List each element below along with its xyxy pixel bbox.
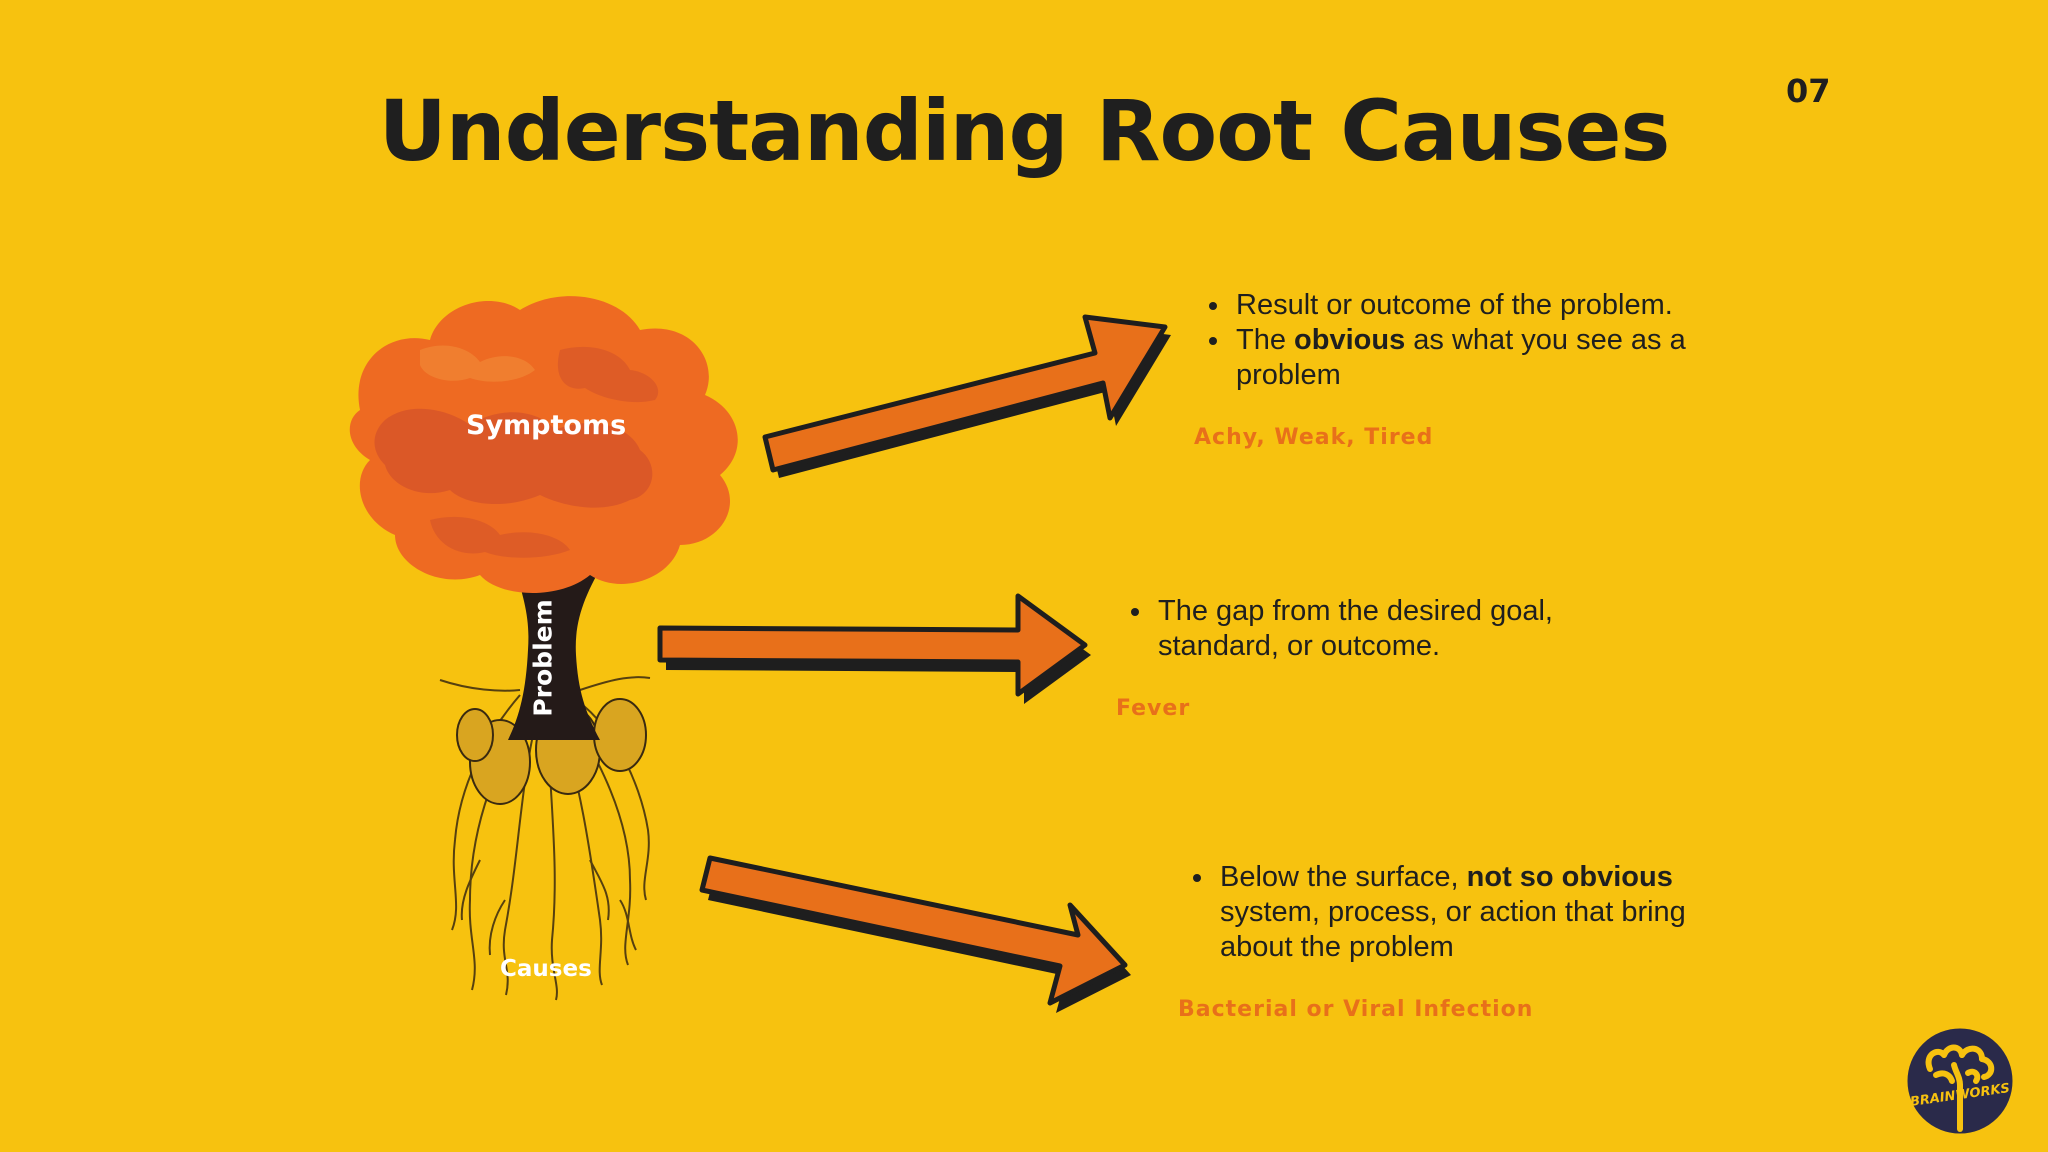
causes-bullets: Below the surface, not so obvious system… bbox=[1190, 860, 1736, 965]
symptoms-bullets: Result or outcome of the problem. The ob… bbox=[1206, 288, 1772, 393]
symptoms-example: Achy, Weak, Tired bbox=[1194, 425, 1434, 450]
arrow-symptoms bbox=[762, 314, 1171, 478]
bullet-emphasis: obvious bbox=[1294, 324, 1406, 356]
bullet-text: system, process, or action that bring ab… bbox=[1220, 896, 1686, 963]
causes-example: Bacterial or Viral Infection bbox=[1178, 997, 1534, 1022]
bullet-text: as what you see as a problem bbox=[1236, 324, 1686, 391]
page-title: Understanding Root Causes bbox=[378, 82, 1671, 180]
brainworks-logo bbox=[1904, 1025, 2016, 1137]
problem-label: Problem bbox=[528, 599, 558, 717]
causes-label: Causes bbox=[500, 956, 592, 982]
brain-tree-icon bbox=[1925, 1044, 1995, 1132]
arrow-causes bbox=[699, 855, 1131, 1013]
tree-foliage bbox=[349, 296, 738, 594]
page-number: 07 bbox=[1786, 72, 1831, 110]
bullet-text: The gap from the desired goal, standard,… bbox=[1158, 595, 1553, 662]
bullet-item: Result or outcome of the problem. bbox=[1232, 288, 1772, 323]
bullet-item: The gap from the desired goal, standard,… bbox=[1154, 594, 1674, 664]
bullet-item: Below the surface, not so obvious system… bbox=[1216, 860, 1736, 965]
problem-bullets: The gap from the desired goal, standard,… bbox=[1128, 594, 1674, 664]
bullet-emphasis: not so obvious bbox=[1466, 861, 1673, 893]
arrow-problem bbox=[657, 593, 1091, 704]
bullet-text: Below the surface, bbox=[1220, 861, 1467, 893]
bullet-text: Result or outcome of the problem. bbox=[1236, 289, 1673, 321]
problem-example: Fever bbox=[1116, 696, 1191, 721]
bullet-item: The obvious as what you see as a problem bbox=[1232, 323, 1772, 393]
tree-trunk bbox=[508, 560, 605, 740]
bullet-text: The bbox=[1236, 324, 1295, 356]
symptoms-label: Symptoms bbox=[466, 410, 627, 441]
